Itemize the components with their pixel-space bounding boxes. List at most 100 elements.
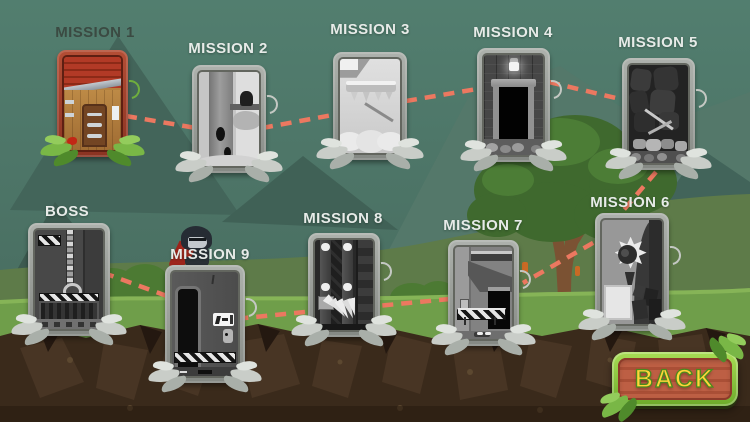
mission-1-label: MISSION 1 <box>55 24 135 41</box>
mission-2-label: MISSION 2 <box>188 40 268 57</box>
back-button[interactable]: BACK <box>598 334 748 419</box>
ninja-eyes <box>189 238 206 241</box>
rubble-stone <box>631 299 649 320</box>
floor-light <box>179 370 187 373</box>
lantern-cap <box>509 58 519 62</box>
boss-label: BOSS <box>44 203 90 220</box>
mission-3-panel[interactable] <box>316 52 424 163</box>
rubble-stone <box>675 141 687 152</box>
back-button-label: BACK <box>634 364 716 393</box>
art-shape <box>315 323 373 330</box>
boss-panel[interactable] <box>11 223 127 339</box>
wall-crack <box>210 275 215 285</box>
icicle <box>374 91 382 101</box>
back-button-wood: BACK <box>618 358 732 400</box>
door-step <box>87 112 102 117</box>
mission-8-art <box>313 238 375 332</box>
door-step <box>87 134 102 138</box>
light-pill <box>342 242 353 251</box>
branch <box>230 103 259 110</box>
mission-9-panel[interactable] <box>148 265 262 386</box>
floor-stone <box>512 143 525 152</box>
ninja-character <box>167 226 221 274</box>
mission-3-art <box>338 57 402 155</box>
light-pill <box>320 283 331 292</box>
white-crate <box>603 284 632 320</box>
mission-7-label: MISSION 7 <box>443 217 523 234</box>
mission-2-art <box>197 70 261 168</box>
rock <box>629 67 653 92</box>
mountain <box>222 156 398 230</box>
dirt-bottom-shade <box>0 406 750 422</box>
cave-opening <box>498 87 529 139</box>
chain <box>65 230 75 286</box>
door-post <box>493 86 499 139</box>
mission-7-art <box>453 245 514 341</box>
wall-shelf <box>65 112 74 118</box>
branch-line <box>364 102 394 123</box>
exit-sign-figure <box>215 315 222 324</box>
mission-6-art <box>600 218 664 326</box>
robot <box>222 329 233 343</box>
truss-channel <box>331 240 342 330</box>
lantern-glow <box>509 62 519 71</box>
snow-mound <box>199 154 259 166</box>
mission-8-label: MISSION 8 <box>303 210 383 227</box>
door-step <box>87 123 102 127</box>
hazard-patch <box>38 234 61 246</box>
icicle <box>350 91 358 101</box>
light-pill <box>320 242 331 251</box>
art-shape <box>340 59 358 71</box>
hazard-barrier <box>456 307 507 320</box>
ice-platform <box>346 83 397 92</box>
grass-edge <box>0 288 750 304</box>
ice-platform-snow <box>346 80 397 86</box>
rubble-stone <box>648 299 661 320</box>
floor-stone <box>656 153 667 162</box>
mission-5-art <box>627 63 690 165</box>
exit-sign <box>212 312 235 327</box>
mission-3-label: MISSION 3 <box>330 21 410 38</box>
mission-5-panel[interactable] <box>605 58 712 173</box>
mission-1-art <box>62 55 123 152</box>
red-bird <box>66 137 77 146</box>
paper-note <box>112 106 120 121</box>
icicle <box>385 91 393 100</box>
tree-trunk <box>542 167 595 334</box>
mission-9-label: MISSION 9 <box>170 246 250 263</box>
rock <box>652 65 679 92</box>
mission-5-label: MISSION 5 <box>618 34 698 51</box>
door-post <box>528 86 534 139</box>
floor-stone <box>486 143 499 152</box>
metal-panel-stack <box>355 240 373 330</box>
mission-6-label: MISSION 6 <box>590 194 670 211</box>
trunk-knot <box>215 126 225 141</box>
mission-4-label: MISSION 4 <box>473 24 553 41</box>
mission-4-art <box>482 53 545 157</box>
mission-9-art <box>170 270 240 378</box>
mission-7-panel[interactable] <box>431 240 536 349</box>
mission-2-panel[interactable] <box>175 65 283 176</box>
art-shape <box>455 247 471 339</box>
floor-light <box>484 332 491 336</box>
rubble-stone <box>632 139 646 150</box>
exit-sign-block <box>229 314 233 324</box>
barrier-leg <box>493 316 497 326</box>
stalactite <box>624 272 635 294</box>
mission-6-panel[interactable] <box>578 213 686 334</box>
wall-shelf <box>65 99 74 105</box>
trunk-knot <box>224 147 232 159</box>
mission-8-panel[interactable] <box>291 233 397 340</box>
spike-ball-shine <box>620 249 629 258</box>
floor-button <box>198 369 212 374</box>
art-shape <box>455 250 512 255</box>
mushroom <box>522 262 528 273</box>
mission-1-panel[interactable] <box>40 50 145 160</box>
hazard-stripe-band <box>173 352 237 364</box>
light-pill <box>342 283 353 292</box>
rubble-stone <box>661 138 675 150</box>
mission-4-panel[interactable] <box>460 48 567 165</box>
boss-art <box>33 228 105 331</box>
